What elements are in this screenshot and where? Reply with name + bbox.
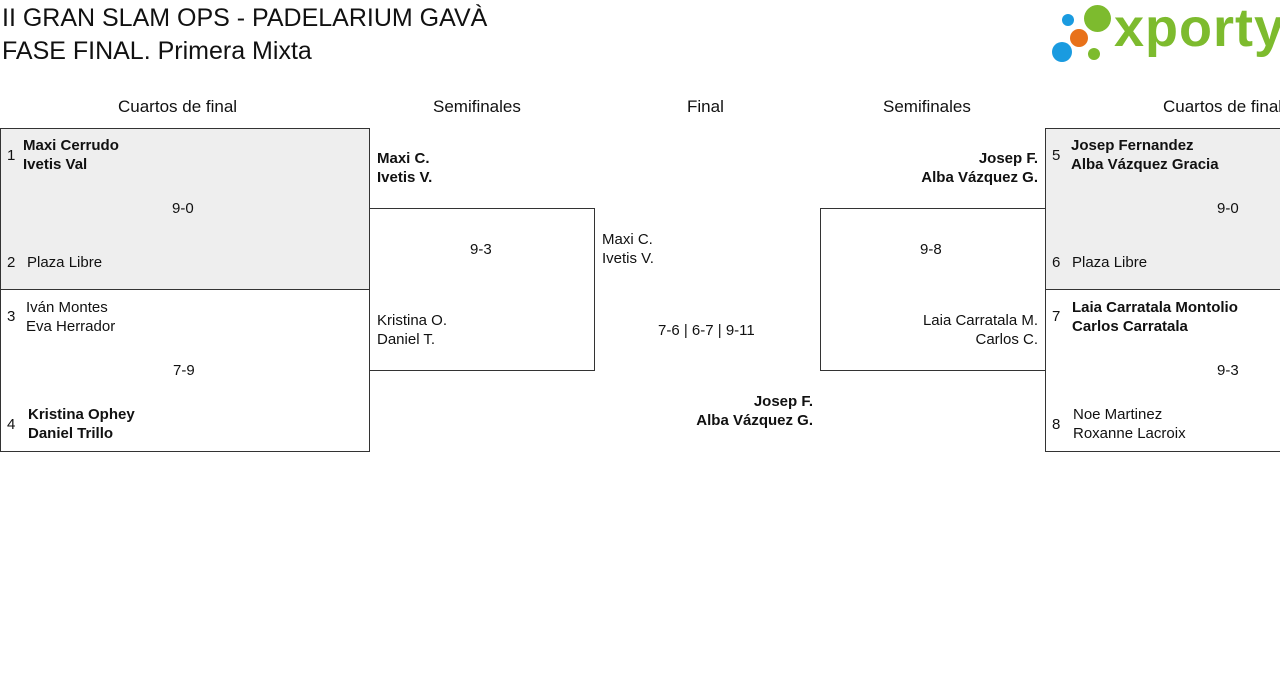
match-score: 9-8 xyxy=(920,241,942,258)
player-name: Maxi C. xyxy=(377,150,430,167)
match-box-right-qf2[interactable] xyxy=(1045,289,1280,452)
player-name: Roxanne Lacroix xyxy=(1073,425,1186,442)
team-winner: Maxi Cerrudo Ivetis Val xyxy=(23,136,119,174)
seed-number: 8 xyxy=(1052,416,1061,433)
player-name: Josep Fernandez xyxy=(1071,137,1194,154)
player-name: Plaza Libre xyxy=(1072,254,1148,271)
seed-number: 4 xyxy=(7,416,16,433)
match-score: 9-3 xyxy=(1217,362,1239,379)
player-name: Plaza Libre xyxy=(27,254,103,271)
seed-number: 7 xyxy=(1052,308,1061,325)
logo-dot-orange xyxy=(1070,29,1088,47)
seed-number: 6 xyxy=(1052,254,1061,271)
player-name: Josep F. xyxy=(753,393,813,410)
player-name: Iván Montes xyxy=(26,299,108,316)
player-name: Noe Martinez xyxy=(1073,406,1163,423)
player-name: Laia Carratala M. xyxy=(922,312,1038,329)
tournament-title: II GRAN SLAM OPS - PADELARIUM GAVÀ xyxy=(2,4,488,32)
semifinal-team-loser: Laia Carratala M. Carlos C. xyxy=(923,311,1038,349)
logo-wordmark: xporty xyxy=(1114,0,1280,58)
team-loser: Plaza Libre xyxy=(27,253,102,272)
semifinal-team-loser: Kristina O. Daniel T. xyxy=(377,311,447,349)
match-score: 9-3 xyxy=(470,241,492,258)
player-name: Josep F. xyxy=(978,150,1038,167)
team-loser: Noe Martinez Roxanne Lacroix xyxy=(1073,405,1186,443)
final-score: 7-6 | 6-7 | 9-11 xyxy=(658,322,755,339)
tournament-subtitle: FASE FINAL. Primera Mixta xyxy=(2,37,312,65)
player-name: Carlos Carratala xyxy=(1072,318,1188,335)
player-name: Ivetis Val xyxy=(23,156,88,173)
round-header-right-quarters: Cuartos de final xyxy=(1163,97,1280,116)
xporty-logo[interactable]: xporty xyxy=(1050,0,1280,68)
match-box-left-semi[interactable] xyxy=(369,208,595,371)
seed-number: 1 xyxy=(7,147,16,164)
team-loser: Iván Montes Eva Herrador xyxy=(26,298,115,336)
round-header-left-semis: Semifinales xyxy=(433,97,521,116)
round-header-left-quarters: Cuartos de final xyxy=(118,97,238,116)
player-name: Kristina Ophey xyxy=(28,406,135,423)
match-score: 9-0 xyxy=(1217,200,1239,217)
semifinal-team-winner: Maxi C. Ivetis V. xyxy=(377,149,432,187)
team-winner: Josep Fernandez Alba Vázquez Gracia xyxy=(1071,136,1219,174)
final-team-loser: Maxi C. Ivetis V. xyxy=(602,230,654,268)
semifinal-team-winner: Josep F. Alba Vázquez G. xyxy=(921,149,1038,187)
seed-number: 3 xyxy=(7,308,16,325)
logo-dot-blue-small xyxy=(1062,14,1074,26)
player-name: Maxi C. xyxy=(602,231,653,248)
player-name: Daniel Trillo xyxy=(28,425,114,442)
team-winner: Laia Carratala Montolio Carlos Carratala xyxy=(1072,298,1238,336)
match-box-left-qf1[interactable] xyxy=(0,128,370,290)
player-name: Laia Carratala Montolio xyxy=(1072,299,1238,316)
match-score: 7-9 xyxy=(173,362,195,379)
player-name: Ivetis V. xyxy=(602,250,654,267)
player-name: Maxi Cerrudo xyxy=(23,137,119,154)
logo-dot-blue-large xyxy=(1052,42,1072,62)
logo-dot-green-large xyxy=(1084,5,1111,32)
player-name: Eva Herrador xyxy=(26,318,116,335)
match-box-right-qf1[interactable] xyxy=(1045,128,1280,290)
seed-number: 5 xyxy=(1052,147,1061,164)
final-team-winner: Josep F. Alba Vázquez G. xyxy=(696,392,813,430)
player-name: Carlos C. xyxy=(975,331,1038,348)
player-name: Alba Vázquez G. xyxy=(921,169,1038,186)
player-name: Daniel T. xyxy=(377,331,436,348)
match-score: 9-0 xyxy=(172,200,194,217)
team-loser: Plaza Libre xyxy=(1072,253,1147,272)
round-header-final: Final xyxy=(687,97,724,116)
player-name: Kristina O. xyxy=(377,312,448,329)
team-winner: Kristina Ophey Daniel Trillo xyxy=(28,405,135,443)
player-name: Alba Vázquez Gracia xyxy=(1071,156,1219,173)
player-name: Alba Vázquez G. xyxy=(696,412,813,429)
seed-number: 2 xyxy=(7,254,16,271)
logo-dot-green-small xyxy=(1088,48,1100,60)
round-header-right-semis: Semifinales xyxy=(883,97,971,116)
player-name: Ivetis V. xyxy=(377,169,433,186)
